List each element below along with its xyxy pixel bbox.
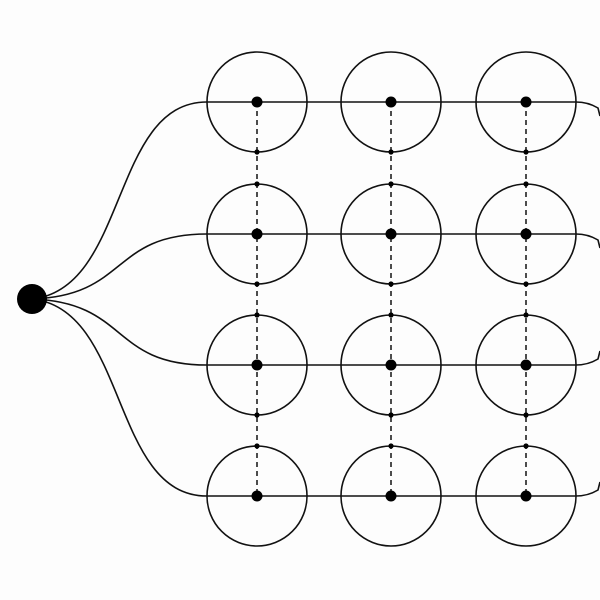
source-node-group (17, 284, 47, 314)
junction-dot-r2-c1-2 (254, 281, 260, 287)
grid-node-r2-c2 (385, 228, 397, 240)
grid-node-r4-c1 (251, 490, 263, 502)
grid-node-r2-c3 (520, 228, 532, 240)
junction-dot-r2-c3-1 (523, 181, 529, 187)
vertical-dashed-connectors (254, 102, 529, 496)
junction-dot-r3-c2-2 (388, 412, 394, 418)
source-link-1 (31, 101, 208, 300)
grid-node-r1-c2 (385, 96, 397, 108)
junction-dot-r1-c2-1 (388, 149, 394, 155)
grid-node-r4-c2 (385, 490, 397, 502)
junction-dot-r4-c1-1 (254, 443, 260, 449)
grid-node-r1-c3 (520, 96, 532, 108)
junction-dot-r1-c3-1 (523, 149, 529, 155)
junction-dot-r3-c1-1 (254, 312, 260, 318)
grid-node-r3-c1 (251, 359, 263, 371)
grid-node-r3-c3 (520, 359, 532, 371)
junction-dot-r3-c3-1 (523, 312, 529, 318)
grid-node-r2-c1 (251, 228, 263, 240)
junction-dot-r2-c1-1 (254, 181, 260, 187)
junction-dot-r3-c2-1 (388, 312, 394, 318)
junction-dot-r1-c1-1 (254, 149, 260, 155)
junction-dot-r3-c3-2 (523, 412, 529, 418)
source-node (17, 284, 47, 314)
junction-dot-r2-c2-2 (388, 281, 394, 287)
source-links (31, 101, 208, 497)
grid-node-r3-c2 (385, 359, 397, 371)
junction-dot-r2-c3-2 (523, 281, 529, 287)
junction-dot-r4-c2-1 (388, 443, 394, 449)
junction-dot-r2-c2-1 (388, 181, 394, 187)
source-link-3 (31, 298, 208, 366)
junction-dot-r3-c1-2 (254, 412, 260, 418)
grid-node-r1-c1 (251, 96, 263, 108)
source-link-2 (31, 233, 208, 300)
source-link-4 (31, 298, 208, 497)
grid-node-r4-c3 (520, 490, 532, 502)
junction-dot-r4-c3-1 (523, 443, 529, 449)
grid-nodes (251, 96, 532, 502)
